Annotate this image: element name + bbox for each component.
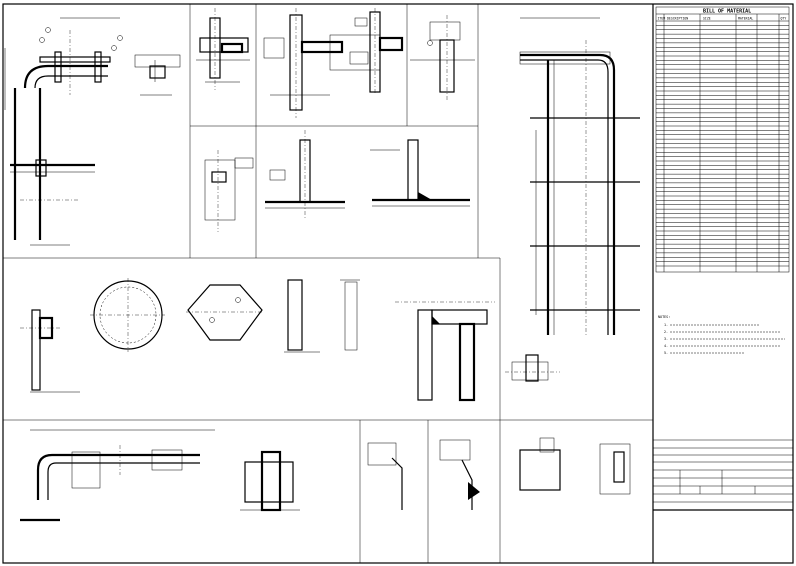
bom-title: BILL OF MATERIAL [703, 9, 751, 15]
bom-header-qty: QTY [781, 17, 787, 21]
bom-rows [656, 20, 789, 267]
view-2-detail [196, 8, 250, 90]
note-line-5: 5. [664, 351, 668, 355]
view-9-plate [20, 309, 80, 393]
view-3-detail [263, 8, 369, 118]
bom-table-grid [655, 6, 790, 273]
view-5-detail [410, 15, 475, 102]
view-10-flange [90, 278, 165, 352]
view-6-detail [204, 150, 254, 232]
bom-header-item: ITEM [658, 17, 666, 21]
view-17-section [240, 450, 300, 512]
notes-heading: NOTES: [658, 315, 670, 319]
view-16-elevation [20, 429, 215, 522]
main-elevation [519, 17, 640, 335]
view-15-small [505, 354, 560, 382]
note-line-3: 3. [664, 337, 668, 341]
outer-border [2, 3, 794, 564]
bom-header-row: ITEM DESCRIPTION SIZE MATERIAL QTY [658, 17, 787, 21]
title-block [653, 439, 793, 511]
note-line-1: 1. [664, 323, 668, 327]
bom-header-material: MATERIAL [738, 17, 753, 21]
note-line-2: 2. [664, 330, 668, 334]
view-1-section-small [134, 54, 181, 96]
view-13-section [340, 279, 360, 351]
note-line-4: 4. [664, 344, 668, 348]
view-4-detail [329, 8, 404, 95]
view-14-weld [395, 301, 495, 402]
view-7-detail [265, 130, 345, 220]
view-12-section [284, 279, 320, 353]
bom-header-description: DESCRIPTION [667, 17, 688, 21]
view-19-weld [439, 439, 480, 510]
view-11-plate [186, 284, 264, 341]
view-18-section [367, 442, 403, 510]
view-1-elevation [4, 17, 123, 246]
notes-block: NOTES: 1. 2. 3. 4. 5. [658, 315, 785, 355]
bom-header-size: SIZE [703, 17, 711, 21]
view-20-section [519, 437, 631, 495]
view-8-detail [370, 139, 470, 207]
